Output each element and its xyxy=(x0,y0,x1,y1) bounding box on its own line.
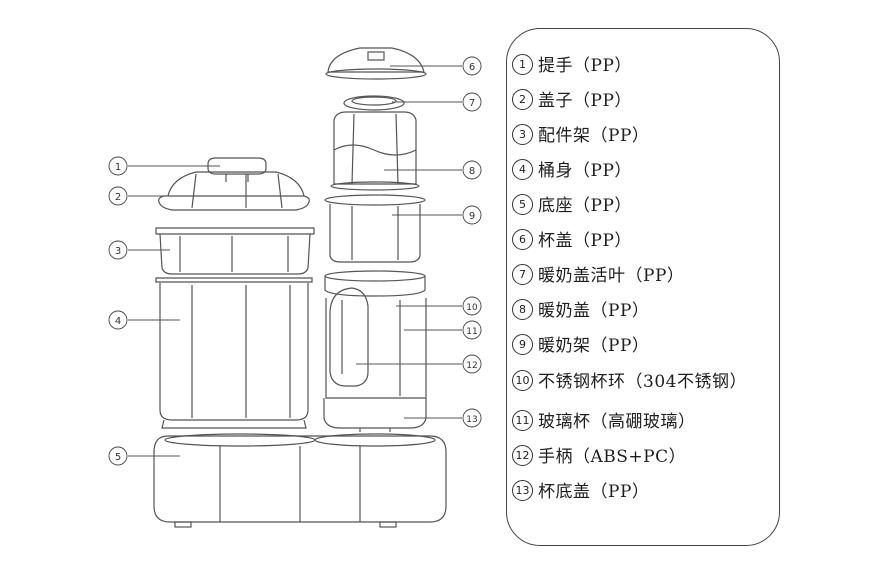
callout-11: 11 xyxy=(462,320,482,340)
legend-number: 4 xyxy=(512,159,533,180)
callout-5: 5 xyxy=(108,446,128,466)
svg-text:13: 13 xyxy=(466,415,477,425)
legend-number: 1 xyxy=(512,54,533,75)
callout-6: 6 xyxy=(462,56,482,76)
callout-9: 9 xyxy=(462,205,482,225)
part-warm-milk-lid xyxy=(330,111,420,191)
svg-text:2: 2 xyxy=(115,192,121,203)
legend-number: 3 xyxy=(512,124,533,145)
legend-number: 13 xyxy=(512,480,533,501)
svg-text:11: 11 xyxy=(466,327,477,337)
callout-2: 2 xyxy=(108,186,128,206)
legend-number: 9 xyxy=(512,334,533,355)
legend-number: 5 xyxy=(512,194,533,215)
part-cup-lid xyxy=(325,47,427,80)
part-cup-handle xyxy=(329,287,369,387)
legend-number: 11 xyxy=(512,410,533,431)
legend-text: 底座（PP） xyxy=(538,196,632,216)
legend-text: 杯底盖（PP） xyxy=(538,482,650,502)
svg-text:10: 10 xyxy=(466,303,478,313)
callout-12: 12 xyxy=(462,354,482,374)
legend-text: 提手（PP） xyxy=(538,56,632,76)
part-handle xyxy=(207,157,267,182)
callout-10: 10 xyxy=(462,296,482,316)
legend-text: 暖奶盖活叶（PP） xyxy=(538,266,685,286)
svg-text:1: 1 xyxy=(115,162,121,173)
callout-3: 3 xyxy=(108,240,128,260)
legend-text: 手柄（ABS+PC） xyxy=(538,447,687,467)
callout-7: 7 xyxy=(462,92,482,112)
svg-text:12: 12 xyxy=(466,361,477,371)
part-base xyxy=(153,433,447,528)
callout-4: 4 xyxy=(108,310,128,330)
legend-text: 配件架（PP） xyxy=(538,126,650,146)
parts-legend-box xyxy=(506,28,780,546)
legend-text: 暖奶架（PP） xyxy=(538,336,650,356)
part-steel-cup-ring xyxy=(324,270,426,297)
callout-1: 1 xyxy=(108,156,128,176)
legend-number: 2 xyxy=(512,89,533,110)
part-accessory-rack xyxy=(155,227,315,275)
legend-number: 10 xyxy=(512,370,533,391)
svg-text:9: 9 xyxy=(469,211,475,222)
part-warm-milk-rack xyxy=(324,194,426,263)
part-warm-lid-flap xyxy=(343,95,405,111)
legend-text: 玻璃杯（高硼玻璃） xyxy=(538,412,696,432)
part-glass-cup xyxy=(325,298,427,399)
legend-number: 8 xyxy=(512,299,533,320)
callout-13: 13 xyxy=(462,408,482,428)
legend-text: 杯盖（PP） xyxy=(538,231,632,251)
legend-number: 7 xyxy=(512,264,533,285)
legend-text: 桶身（PP） xyxy=(538,161,632,181)
part-cup-bottom-cover xyxy=(323,398,427,432)
svg-text:6: 6 xyxy=(469,62,475,73)
legend-number: 12 xyxy=(512,445,533,466)
callout-8: 8 xyxy=(462,160,482,180)
legend-text: 不锈钢杯环（304不锈钢） xyxy=(538,372,747,392)
legend-number: 6 xyxy=(512,229,533,250)
svg-text:3: 3 xyxy=(115,246,121,257)
legend-text: 盖子（PP） xyxy=(538,91,632,111)
svg-text:5: 5 xyxy=(115,452,121,463)
exploded-parts-diagram: 1 2 3 4 5 6 7 8 9 10 11 12 xyxy=(108,47,482,528)
part-lid xyxy=(158,171,310,211)
svg-text:7: 7 xyxy=(469,98,475,109)
svg-text:8: 8 xyxy=(469,166,475,177)
part-bucket-body xyxy=(155,277,313,429)
legend-text: 暖奶盖（PP） xyxy=(538,301,650,321)
svg-text:4: 4 xyxy=(115,316,121,327)
